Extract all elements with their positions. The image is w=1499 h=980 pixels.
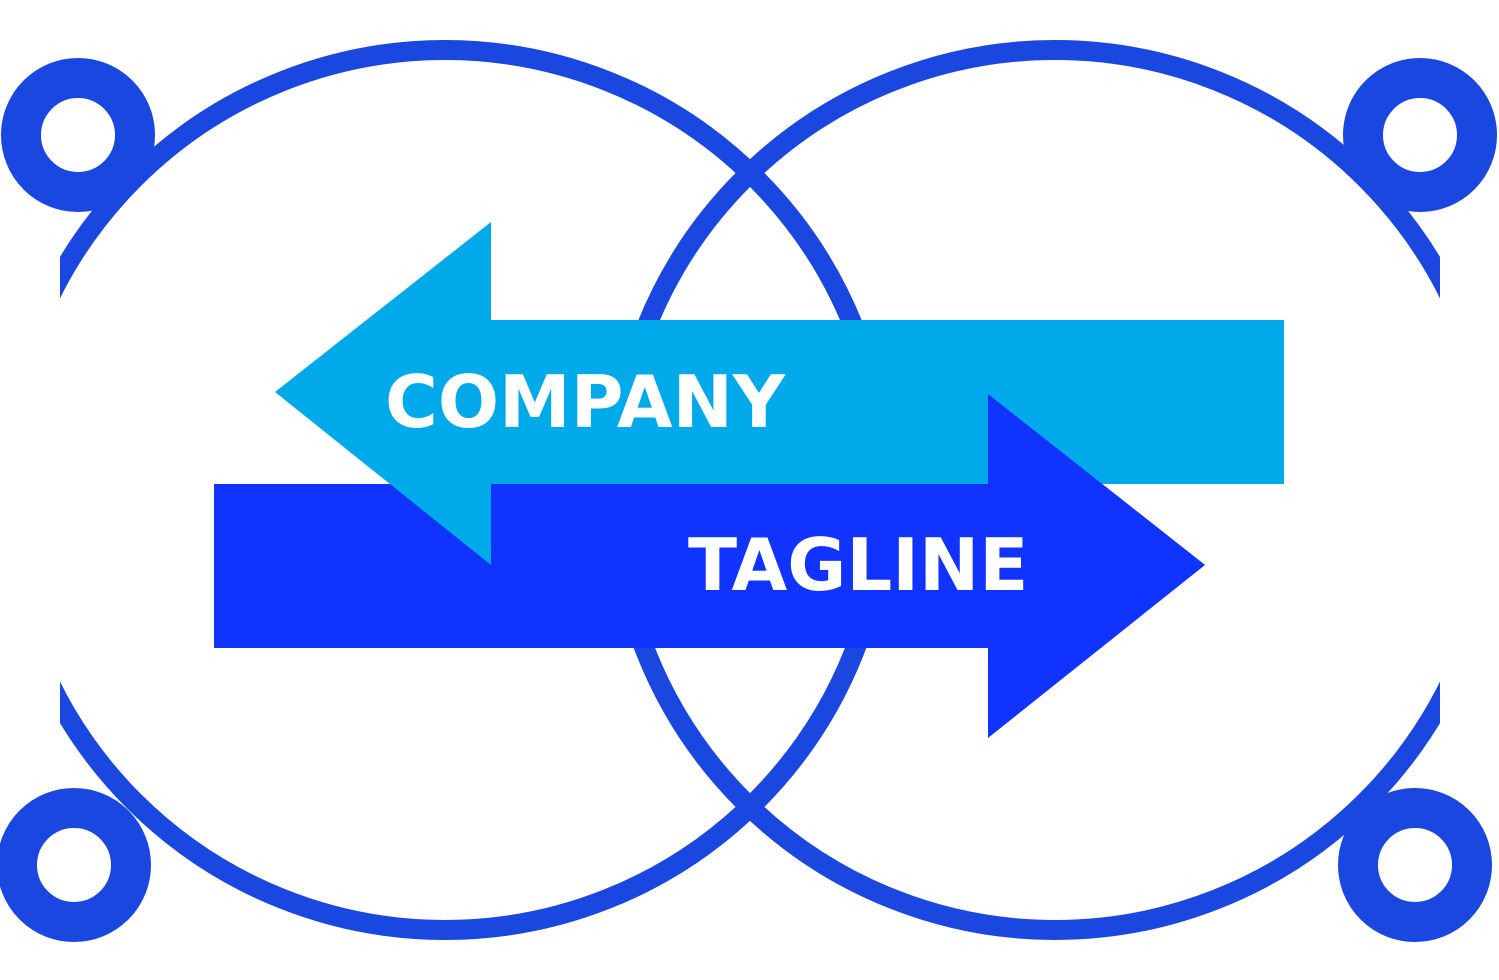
node-bottom-right-icon [1338, 788, 1492, 942]
left-mask [0, 150, 60, 840]
right-arrow-icon [214, 394, 1205, 738]
company-name: COMPANY [385, 360, 786, 444]
node-top-right-icon [1343, 58, 1497, 212]
node-top-left-icon [1, 58, 155, 212]
node-bottom-left-icon [0, 788, 151, 942]
right-mask [1440, 150, 1499, 840]
right-arrow-head-overlap [988, 394, 1205, 565]
tagline: TAGLINE [688, 523, 1028, 607]
